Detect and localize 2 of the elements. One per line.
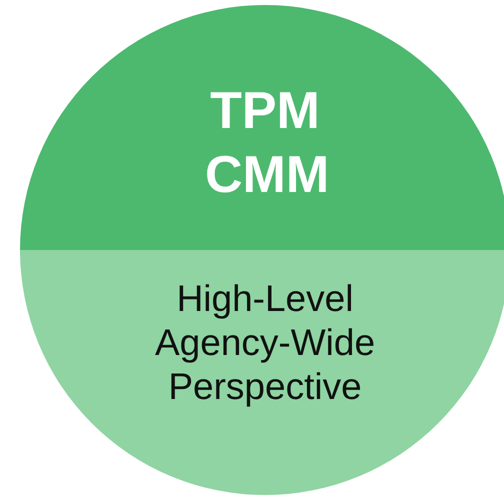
description-text: High-Level Agency-Wide Perspective — [154, 276, 376, 408]
heading-text: TPM CMM — [205, 80, 325, 206]
